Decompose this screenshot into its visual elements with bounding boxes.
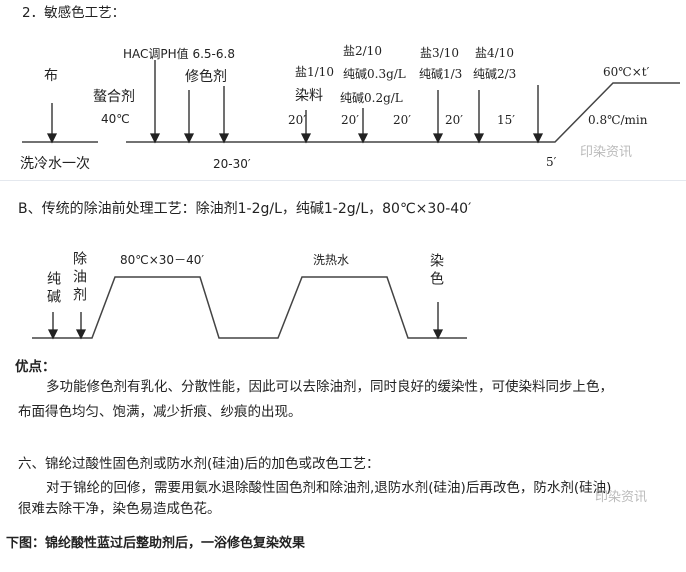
label-cloth: 布 [44, 68, 58, 84]
label-soda02: 纯碱0.2g/L [340, 91, 403, 105]
arrow-icon [47, 312, 59, 340]
arrow-icon [300, 110, 312, 144]
label-hold-b: 80℃×30－40′ [120, 253, 205, 267]
label-time: 20′ [341, 113, 359, 127]
label-temp40: 40℃ [101, 112, 130, 126]
label-time: 5′ [546, 155, 557, 169]
label-hold: 60℃×t′ [603, 65, 650, 79]
label-time: 15′ [497, 113, 515, 127]
label-time: 20′ [445, 113, 463, 127]
arrow-icon [218, 86, 230, 144]
label-soda23: 纯碱2/3 [473, 67, 517, 81]
label-hac: HAC调PH值 6.5-6.8 [123, 47, 235, 61]
advantages-text-2: 布面得色均匀、饱满，减少折痕、纱痕的出现。 [18, 404, 302, 420]
label-hot-wash: 洗热水 [313, 253, 350, 267]
label-dye: 染料 [295, 88, 323, 104]
figure-caption: 下图：锦纶酸性蓝过后整助剂后，一浴修色复染效果 [6, 536, 306, 551]
sensitive-process-diagram [22, 60, 680, 340]
section-six-heading: 六、锦纶过酸性固色剂或防水剂(硅油)后的加色或改色工艺： [18, 456, 380, 472]
label-salt1: 盐1/10 [295, 65, 334, 79]
label-salt4: 盐4/10 [475, 46, 514, 60]
watermark: 印染资讯 [580, 145, 633, 160]
label-soda03: 纯碱0.3g/L [343, 67, 406, 81]
label-rate: 0.8℃/min [588, 113, 648, 127]
section-title-sensitive: 2．敏感色工艺： [22, 5, 126, 21]
arrow-icon [532, 85, 544, 144]
label-time: 20′ [288, 113, 306, 127]
label-degreaser: 除油剂 [71, 251, 87, 305]
label-soda13: 纯碱1/3 [419, 67, 463, 81]
label-chelating: 螯合剂 [93, 89, 135, 105]
label-time: 20′ [393, 113, 411, 127]
arrow-icon [75, 312, 87, 340]
arrow-icon [46, 103, 58, 144]
label-salt3: 盐3/10 [420, 46, 459, 60]
process-line-dyeing [126, 82, 680, 143]
section-six-text: 对于锦纶的回修，需要用氨水退除酸性固色剂和除油剂,退防水剂(硅油)后再改色，防水… [46, 480, 612, 496]
label-soda: 纯碱 [45, 271, 61, 307]
advantages-heading: 优点： [15, 359, 56, 375]
arrow-icon [183, 90, 195, 144]
divider [0, 180, 686, 181]
section-six-text-2: 很难去除干净，染色易造成色花。 [18, 501, 221, 517]
label-time-20-30: 20-30′ [213, 157, 251, 171]
process-line-pretreatment [32, 276, 467, 339]
label-shading: 修色剂 [185, 69, 227, 85]
advantages-text: 多功能修色剂有乳化、分散性能，因此可以去除油剂，同时良好的缓染性，可使染料同步上… [46, 379, 613, 395]
arrow-icon [357, 108, 369, 144]
label-dyeing: 染色 [428, 253, 444, 289]
label-salt2: 盐2/10 [343, 44, 382, 58]
section-title-b: B、传统的除油前处理工艺：除油剂1-2g/L，纯碱1-2g/L，80℃×30-4… [18, 201, 472, 217]
label-wash: 洗冷水一次 [20, 156, 90, 172]
arrow-icon [432, 90, 444, 144]
arrow-icon [473, 90, 485, 144]
arrow-icon [432, 302, 444, 340]
arrow-icon [149, 60, 161, 144]
watermark: 印染资讯 [595, 490, 648, 505]
